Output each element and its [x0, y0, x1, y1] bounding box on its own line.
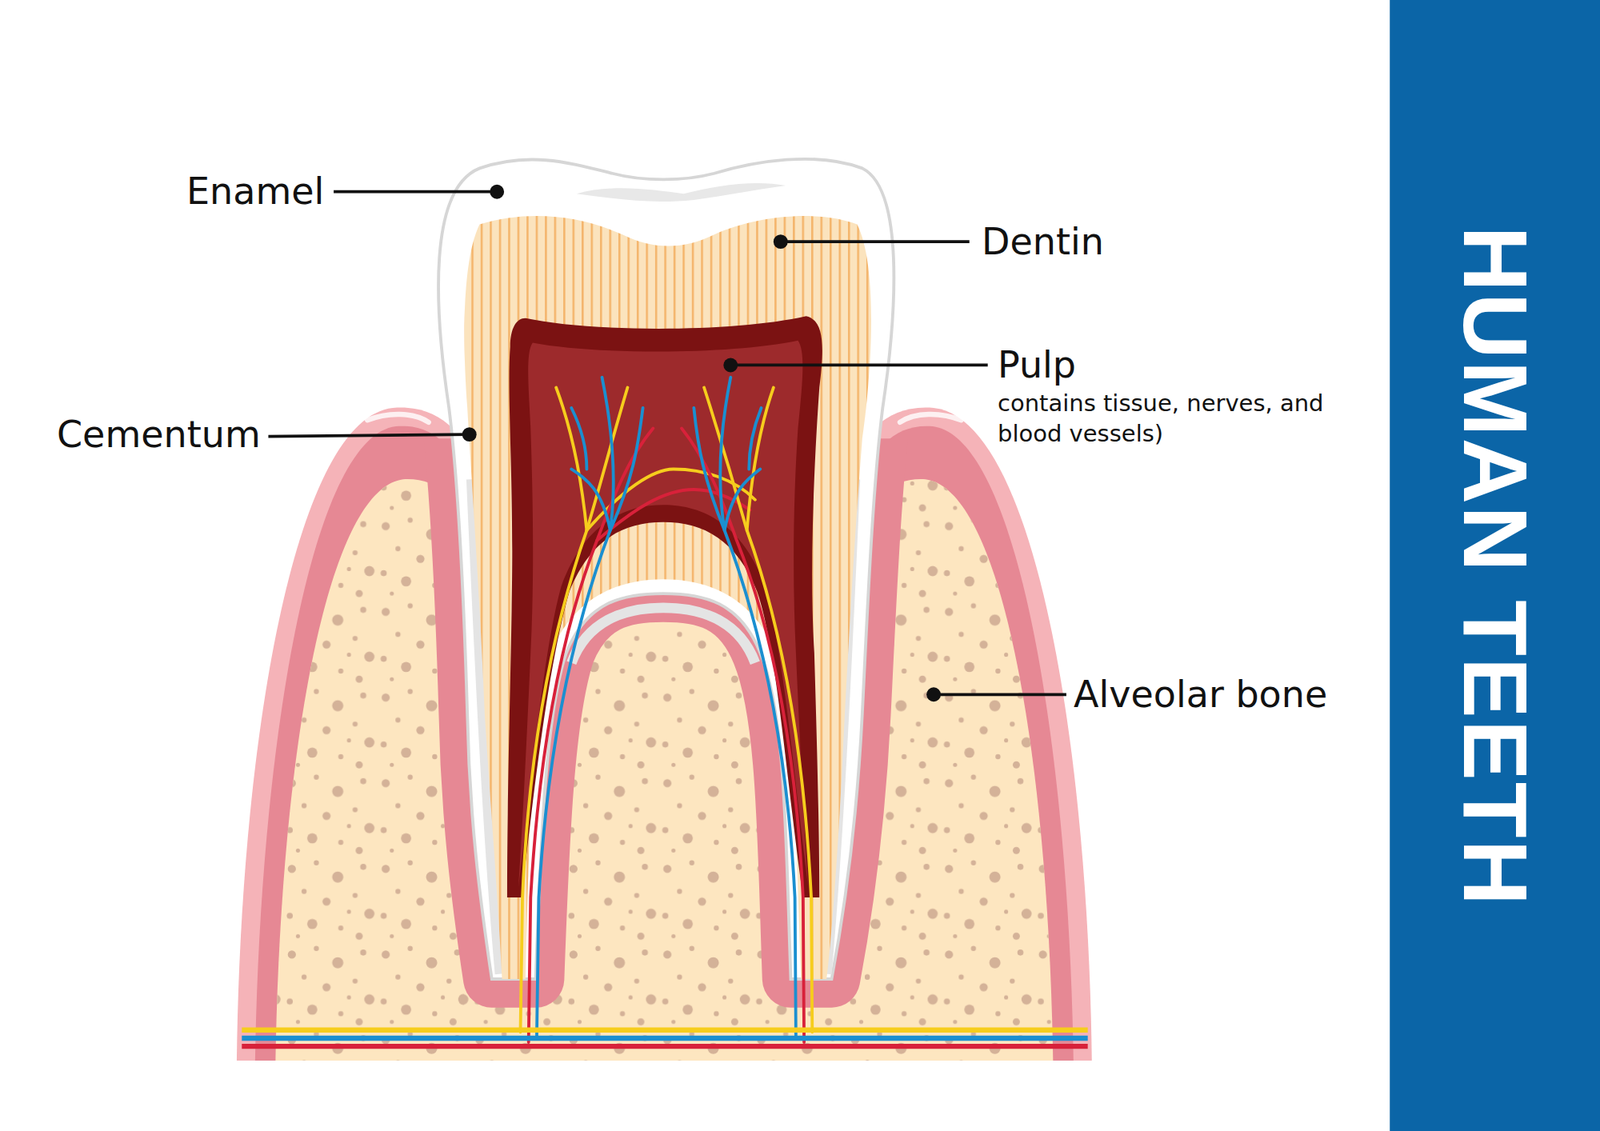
title-text: HUMAN TEETH: [1449, 225, 1541, 908]
part-label: Pulp: [997, 343, 1076, 388]
part-label: Enamel: [186, 169, 324, 214]
part-label: Alveolar bone: [1073, 672, 1328, 717]
note-text: contains tissue, nerves, and blood vesse…: [997, 388, 1350, 449]
part-label: Dentin: [981, 220, 1104, 264]
leader-lines: [268, 184, 1066, 702]
part-label: Cementum: [56, 412, 261, 457]
